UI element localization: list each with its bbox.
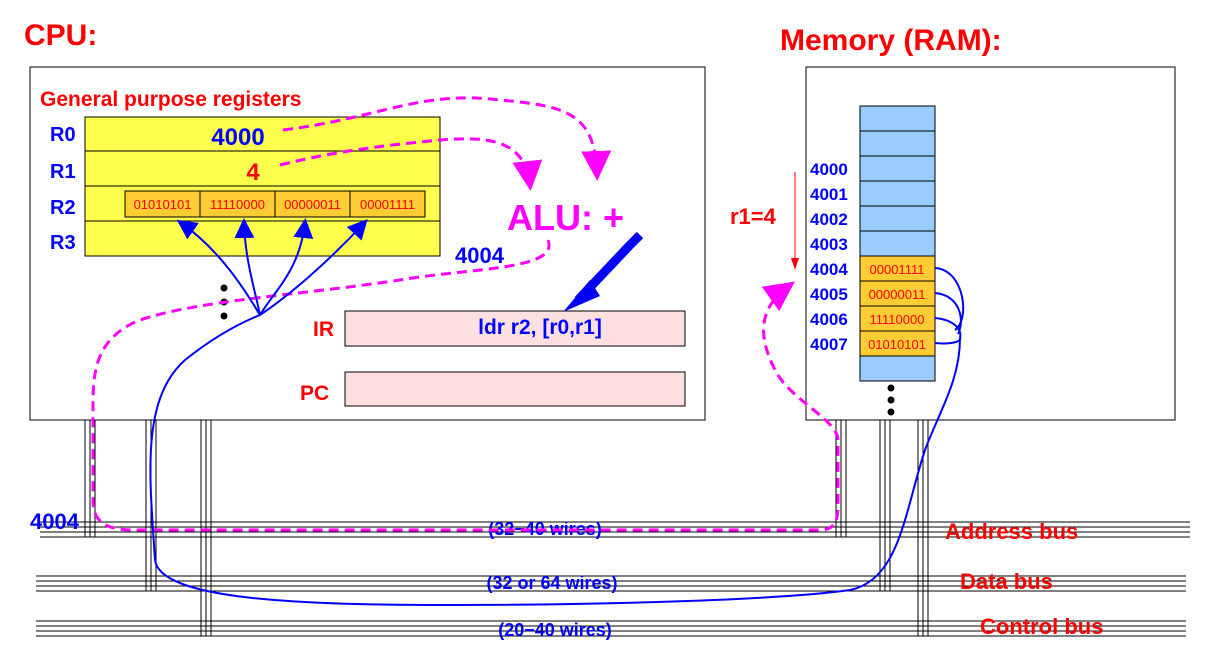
ir-to-alu-arrowhead [563,280,600,312]
ellipsis-dot [887,384,895,392]
register-name-r2: R2 [50,197,76,219]
address-flow [91,96,840,532]
r2-byte-cell [124,190,201,218]
address-bus-label: Address bus [945,519,1078,544]
memory-byte-wire [934,267,965,331]
memory-address: 4001 [810,185,848,204]
register-name-r3: R3 [50,232,76,254]
to-r2-byte-1 [234,218,261,316]
data-flow [149,218,965,607]
ellipsis-dot [887,396,895,404]
register-name-r1: R1 [50,161,76,183]
ellipsis-dot [220,312,228,320]
register-value-r0: 4000 [211,124,264,151]
r0-to-alu-path [282,96,612,181]
memory-byte-wire [934,317,962,339]
data-bus-label: Data bus [960,569,1053,594]
memory-cell [859,180,936,207]
ir-label: IR [313,318,334,341]
register-name-r0: R0 [50,124,76,146]
alu-result: 4004 [455,243,505,268]
data-bus [36,575,1186,592]
register-r2-bytes: 01010101 11110000 00000011 00001111 [124,190,426,218]
memory-cells: 4000 4001 4002 4003 4004 4005 4006 4007 … [810,105,936,382]
control-bus-wires: (20−40 wires) [498,620,612,640]
to-r2-byte-3 [259,219,368,316]
register-value-r1: 4 [246,159,260,186]
alu-label: ALU: + [507,197,624,238]
memory-cell [859,230,936,257]
ir-box [344,310,686,347]
to-r2-byte-0 [176,219,261,316]
address-bus [40,521,1190,538]
memory-cell [859,355,936,382]
memory-title: Memory (RAM): [780,24,1002,57]
memory-address: 4002 [810,210,848,229]
memory-bus-connectors [835,420,929,636]
offset-label: r1=4 [730,204,777,229]
r2-byte-3: 00001111 [360,197,415,212]
pc-box [344,371,686,407]
ellipsis-dot [887,408,895,416]
data-bus-wires: (32 or 64 wires) [486,573,617,593]
memory-address: 4006 [810,310,848,329]
control-bus-label: Control bus [980,614,1103,639]
registers-title: General purpose registers [40,88,301,111]
register-file: R0 R1 R2 R3 4000 4 01010101 11110000 000… [50,116,441,257]
memory-address: 4005 [810,285,848,304]
memory-cell [859,205,936,232]
memory-address: 4007 [810,335,848,354]
memory-value: 11110000 [870,312,925,327]
memory-value: 01010101 [868,337,926,352]
r2-byte-2: 00000011 [284,197,341,212]
ir-to-alu-arrow [626,231,644,249]
r2-byte-cell [199,190,276,218]
offset-arrowhead [791,258,799,270]
cpu-title: CPU: [24,19,97,52]
memory-address: 4004 [810,260,848,279]
control-bus [36,620,1186,637]
memory-cell [859,105,936,132]
r2-byte-cell [349,190,426,218]
to-r2-byte-2 [259,218,314,316]
memory-value: 00001111 [870,262,925,277]
memory-value: 00000011 [869,287,926,302]
r2-byte-1: 11110000 [210,197,265,212]
alu-to-memory-address-path [91,239,840,532]
memory-cell [859,130,936,157]
r1-to-alu-path [279,137,543,191]
ir-value: ldr r2, [r0,r1] [478,316,602,339]
memory-address: 4003 [810,235,848,254]
address-bus-value: 4004 [30,509,80,534]
pc-label: PC [300,382,329,405]
cpu-bus-connectors [84,420,212,636]
memory-cell [859,155,936,182]
data-bus-path [149,314,961,607]
memory-address: 4000 [810,160,848,179]
ellipsis-dot [220,284,228,292]
r2-byte-cell [274,190,351,218]
r2-byte-0: 01010101 [134,197,192,212]
